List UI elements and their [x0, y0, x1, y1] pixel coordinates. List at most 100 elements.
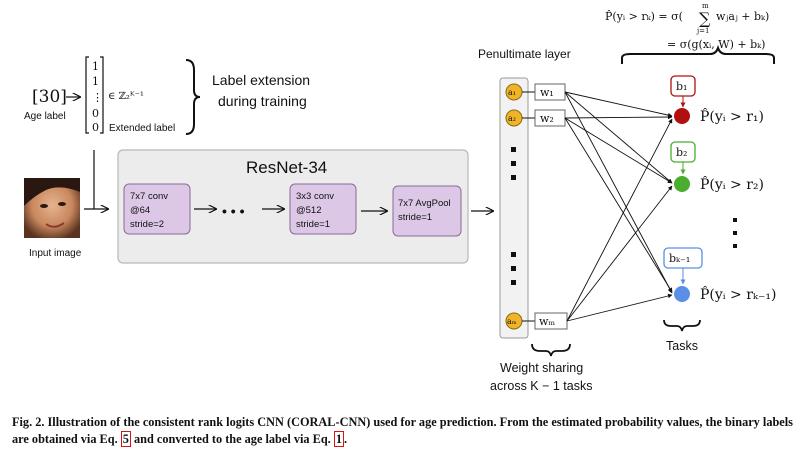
weight-w1-label: w₁: [540, 86, 554, 99]
dot: [511, 147, 516, 152]
input-image-mouth: [45, 222, 65, 228]
caption-prefix: Fig. 2. Illustration of the consistent r…: [12, 415, 793, 446]
weight-w2: w₂: [534, 109, 566, 127]
block-line: stride=2: [130, 219, 164, 230]
dot: [733, 231, 737, 235]
input-image-caption: Input image: [29, 248, 82, 259]
formula-brace: [621, 44, 775, 64]
input-image-hair: [24, 178, 80, 206]
weight-sharing-line2: across K − 1 tasks: [490, 379, 592, 393]
dot: [511, 280, 516, 285]
weight-sharing-brace: [531, 343, 571, 357]
extended-label-caption: Extended label: [109, 123, 175, 134]
task-2-output: P̂(yᵢ > r₂): [700, 175, 764, 193]
block-line: 3x3 conv: [296, 191, 334, 202]
resnet-ellipsis: • • •: [222, 203, 245, 219]
resnet-title: ResNet-34: [246, 158, 327, 177]
dot: [511, 161, 516, 166]
formula-sum-top: m: [702, 2, 709, 10]
vector-left-bracket: [85, 56, 89, 134]
vector-right-bracket: [100, 56, 104, 134]
age-label-value: [30]: [32, 87, 67, 107]
formula-line2: = σ(g(xᵢ, W) + bₖ): [667, 38, 765, 51]
connection-line: [564, 91, 673, 118]
vector-space: ∈ ℤ₂ᴷ⁻¹: [108, 91, 144, 102]
bias-bk-label: bₖ₋₁: [669, 252, 690, 265]
block-line: stride=1: [398, 212, 432, 223]
block-line: stride=1: [296, 219, 330, 230]
vector-entry: 0: [92, 107, 99, 120]
node-a1: a₁: [505, 83, 523, 101]
resnet-block-1: 7x7 conv @64 stride=2: [123, 183, 191, 235]
connection-line: [564, 91, 673, 184]
label-extension-line2: during training: [218, 93, 307, 109]
resnet-block-box: [123, 183, 191, 235]
block-line: 7x7 AvgPool: [398, 198, 451, 209]
penultimate-dots-lower: [511, 252, 516, 285]
formula-sum: ∑: [699, 9, 711, 28]
task-k-minus-1: bₖ₋₁ P̂(yᵢ > rₖ₋₁): [663, 247, 777, 303]
connection-line: [564, 91, 673, 294]
connection-line: [566, 118, 673, 322]
task-k-output: P̂(yᵢ > rₖ₋₁): [700, 285, 777, 303]
penultimate-title: Penultimate layer: [478, 47, 571, 61]
task-k-node: [674, 286, 690, 302]
connection-line: [564, 117, 673, 184]
task-1: b₁ P̂(yᵢ > r₁): [670, 75, 764, 125]
connection-line: [566, 185, 673, 322]
connection-line: [564, 117, 673, 293]
caption-eq-ref-1[interactable]: 1: [333, 431, 344, 447]
dot: [733, 244, 737, 248]
bias-b1-label: b₁: [676, 80, 687, 93]
dot: [511, 175, 516, 180]
task-2: b₂ P̂(yᵢ > r₂): [670, 141, 764, 193]
connection-line: [566, 293, 673, 322]
vector-entry: ⋮: [92, 91, 103, 104]
caption-middle: and converted to the age label via Eq.: [130, 432, 334, 446]
weight-sharing-line1: Weight sharing: [500, 361, 583, 375]
input-image-eye: [58, 202, 66, 206]
caption-eq-ref-5[interactable]: 5: [120, 431, 131, 447]
node-a2-label: a₂: [508, 114, 516, 123]
formula: P̂(yᵢ > rₖ) = σ( m ∑ j=1 wⱼaⱼ + bₖ) = σ(…: [605, 2, 769, 51]
block-line: 7x7 conv: [130, 191, 168, 202]
node-a2: a₂: [505, 109, 523, 127]
age-label-caption: Age label: [24, 111, 66, 122]
penultimate-dots-upper: [511, 147, 516, 180]
resnet-block-box: [289, 183, 357, 235]
task-1-node: [674, 108, 690, 124]
resnet-block-2: 3x3 conv @512 stride=1: [289, 183, 357, 235]
node-am: aₘ: [505, 312, 523, 330]
task-1-output: P̂(yᵢ > r₁): [700, 107, 764, 125]
resnet-block-box: [392, 185, 462, 237]
tasks-dots: [733, 218, 737, 248]
weight-wm: wₘ: [534, 312, 568, 330]
tasks-label: Tasks: [666, 339, 698, 353]
label-extension-brace: [185, 59, 201, 135]
weight-w2-label: w₂: [540, 112, 554, 125]
task-2-node: [674, 176, 690, 192]
block-line: @512: [296, 205, 322, 216]
formula-line1-rhs: wⱼaⱼ + bₖ): [716, 10, 769, 23]
input-image-eye: [40, 204, 48, 208]
caption-suffix: .: [343, 432, 348, 446]
vector-entry: 1: [92, 60, 99, 73]
node-am-label: aₘ: [507, 317, 517, 326]
tasks-brace: [663, 319, 701, 332]
bias-b2-label: b₂: [676, 146, 687, 159]
dot: [733, 218, 737, 222]
resnet-block-3: 7x7 AvgPool stride=1: [392, 185, 462, 237]
vector-entry: 1: [92, 75, 99, 88]
penultimate-layer-box: [499, 77, 529, 339]
input-image: [24, 178, 80, 238]
weight-w1: w₁: [534, 83, 566, 101]
dot: [511, 266, 516, 271]
figure-caption: Fig. 2. Illustration of the consistent r…: [12, 414, 802, 448]
dot: [511, 252, 516, 257]
weight-to-task-connections: [564, 91, 673, 322]
node-a1-label: a₁: [508, 88, 516, 97]
weight-wm-label: wₘ: [539, 315, 555, 328]
vector-entry: 0: [92, 121, 99, 134]
connection-line: [564, 114, 673, 120]
